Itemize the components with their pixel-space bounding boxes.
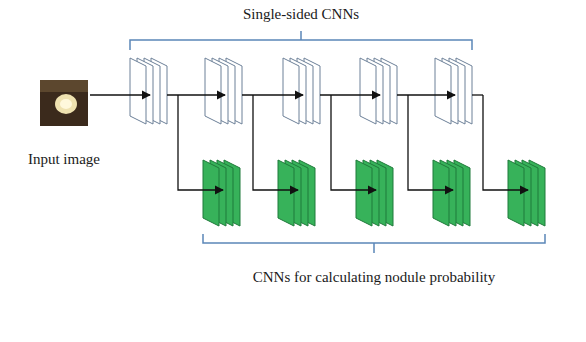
- cnn-stack: [205, 58, 242, 124]
- cnn-stack: [435, 58, 472, 124]
- arrow: [320, 94, 380, 95]
- input-image: [40, 80, 88, 126]
- probability-stack: [203, 160, 240, 226]
- bracket: [203, 234, 545, 253]
- probability-stack: [356, 160, 393, 226]
- cnn-stack: [360, 58, 397, 124]
- arrow: [408, 95, 453, 190]
- arrow: [331, 95, 376, 190]
- cnn-stack: [130, 58, 167, 124]
- arrows: [90, 95, 528, 190]
- arrow: [253, 95, 298, 190]
- image-label: Input image: [28, 150, 100, 168]
- arrow: [242, 94, 303, 95]
- arrow: [483, 95, 528, 190]
- arrow: [397, 94, 455, 95]
- image-node: Input image: [24, 78, 104, 168]
- arrow: [90, 94, 150, 95]
- probability-stack: [508, 160, 545, 226]
- bracket: [130, 31, 472, 50]
- arrow: [178, 95, 223, 190]
- cnn-stack: [283, 58, 320, 124]
- arrow: [167, 94, 225, 95]
- probability-stack: [433, 160, 470, 226]
- probability-stack: [278, 160, 315, 226]
- group-label: Single-sided CNNs: [243, 5, 359, 23]
- arrow: [472, 94, 483, 95]
- group-label: CNNs for calculating nodule probability: [253, 268, 495, 286]
